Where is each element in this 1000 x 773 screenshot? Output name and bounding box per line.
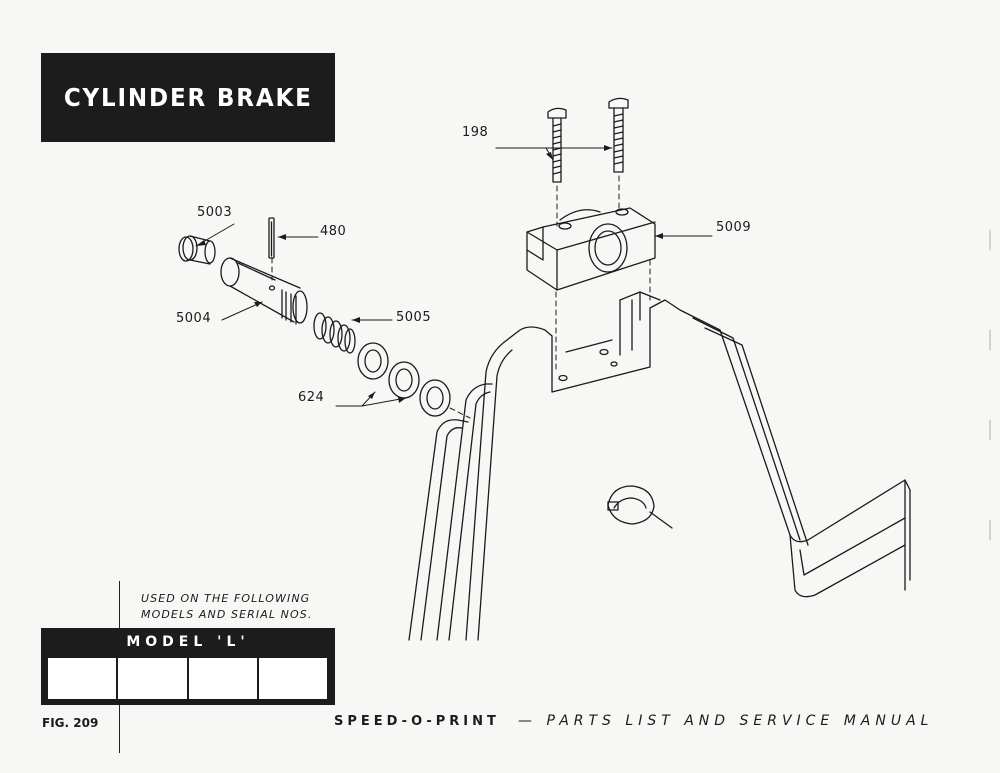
serial-cell [48, 658, 117, 699]
callout-5009: 5009 [716, 220, 752, 235]
arrowheads [196, 145, 663, 403]
footer-brand: SPEED-O-PRINT [334, 714, 500, 729]
frame-casting [408, 291, 911, 641]
page-title: CYLINDER BRAKE [63, 83, 313, 112]
callout-5005: 5005 [396, 310, 432, 325]
washers-624 [357, 342, 451, 417]
callout-624: 624 [298, 390, 325, 405]
callout-5003: 5003 [197, 205, 233, 220]
serial-cell [188, 658, 257, 699]
shaft-5004 [220, 257, 308, 325]
serial-number-cells [48, 658, 327, 699]
pin-480 [268, 217, 275, 259]
callout-480: 480 [320, 224, 347, 239]
bearing-block-5009 [526, 207, 656, 291]
used-on-note: USED ON THE FOLLOWING MODELS AND SERIAL … [141, 591, 341, 623]
callout-198: 198 [462, 125, 489, 140]
model-label: MODEL 'L' [126, 634, 250, 650]
collar-part [607, 485, 673, 529]
screws-198 [547, 97, 629, 183]
footer-manual-title: — PARTS LIST AND SERVICE MANUAL [518, 713, 934, 729]
model-table: MODEL 'L' [41, 628, 335, 705]
figure-number: FIG. 209 [42, 716, 99, 730]
serial-cell [118, 658, 187, 699]
used-on-line-2: MODELS AND SERIAL NOS. [141, 608, 313, 621]
used-on-line-1: USED ON THE FOLLOWING [141, 592, 311, 605]
spring-5005 [313, 312, 356, 354]
callout-5004: 5004 [176, 311, 212, 326]
serial-cell [258, 658, 327, 699]
plug-5003 [178, 235, 216, 265]
title-banner: CYLINDER BRAKE [41, 53, 335, 142]
